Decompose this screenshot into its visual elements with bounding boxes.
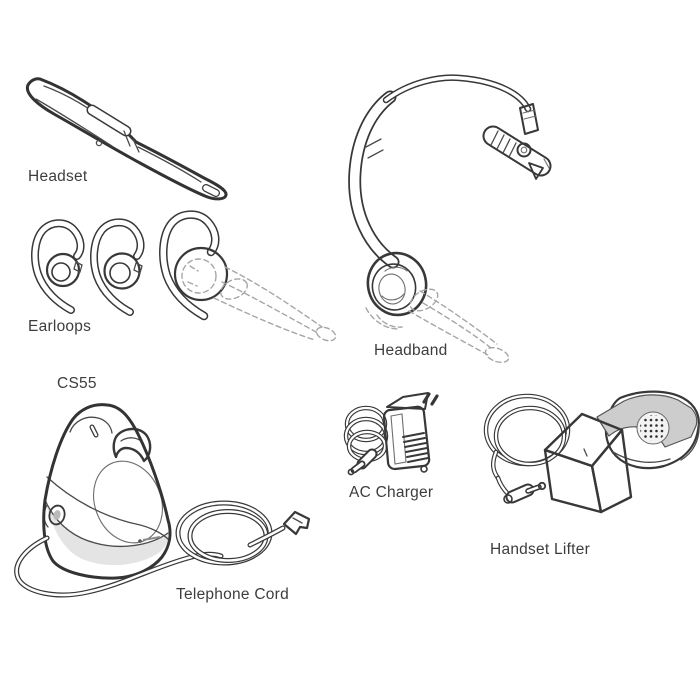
lifter-plug: [495, 475, 547, 504]
earloop-ghost-boom: [213, 266, 337, 342]
rj11-plug: [282, 510, 311, 536]
lifter-arm: [543, 412, 633, 514]
headset-label: Headset: [28, 168, 88, 185]
handset-lifter-illustration: [483, 390, 700, 514]
earloop-small: [31, 219, 85, 314]
earloops-label: Earloops: [28, 318, 92, 335]
ac-charger-label: AC Charger: [349, 484, 434, 501]
telephone-cord-wire: [14, 500, 286, 598]
cs55-label: CS55: [57, 375, 97, 392]
cs55-base-illustration: [42, 403, 172, 580]
charger-coil: [343, 405, 389, 463]
earloop-large: [159, 210, 229, 321]
handset-lifter-label: Handset Lifter: [490, 541, 590, 558]
charger-prong: [430, 394, 439, 406]
headband-band: [348, 74, 532, 269]
telephone-cord-illustration: [14, 500, 311, 598]
charger-prong: [422, 392, 431, 404]
lifter-coil: [483, 393, 571, 481]
lifter-base-plate: [596, 390, 700, 470]
earloop-medium: [90, 218, 145, 316]
base-top-slot: [89, 424, 99, 438]
headband-illustration: [348, 74, 552, 364]
headband-ear-cushion: [366, 251, 428, 317]
headband-label: Headband: [374, 342, 448, 359]
headband-tpad: [482, 103, 552, 180]
charger-plug: [347, 448, 378, 476]
earloops-illustration: [31, 210, 337, 342]
brand-mark: [142, 536, 161, 541]
headset-speaker-slot: [86, 104, 132, 137]
headset-illustration: [25, 77, 228, 201]
ac-charger-illustration: [343, 392, 439, 476]
headband-ghost-boom: [365, 288, 510, 364]
headset-mic-tip: [202, 184, 220, 197]
charger-body: [382, 392, 439, 473]
telephone-cord-label: Telephone Cord: [176, 586, 289, 603]
headset-button: [95, 139, 103, 147]
